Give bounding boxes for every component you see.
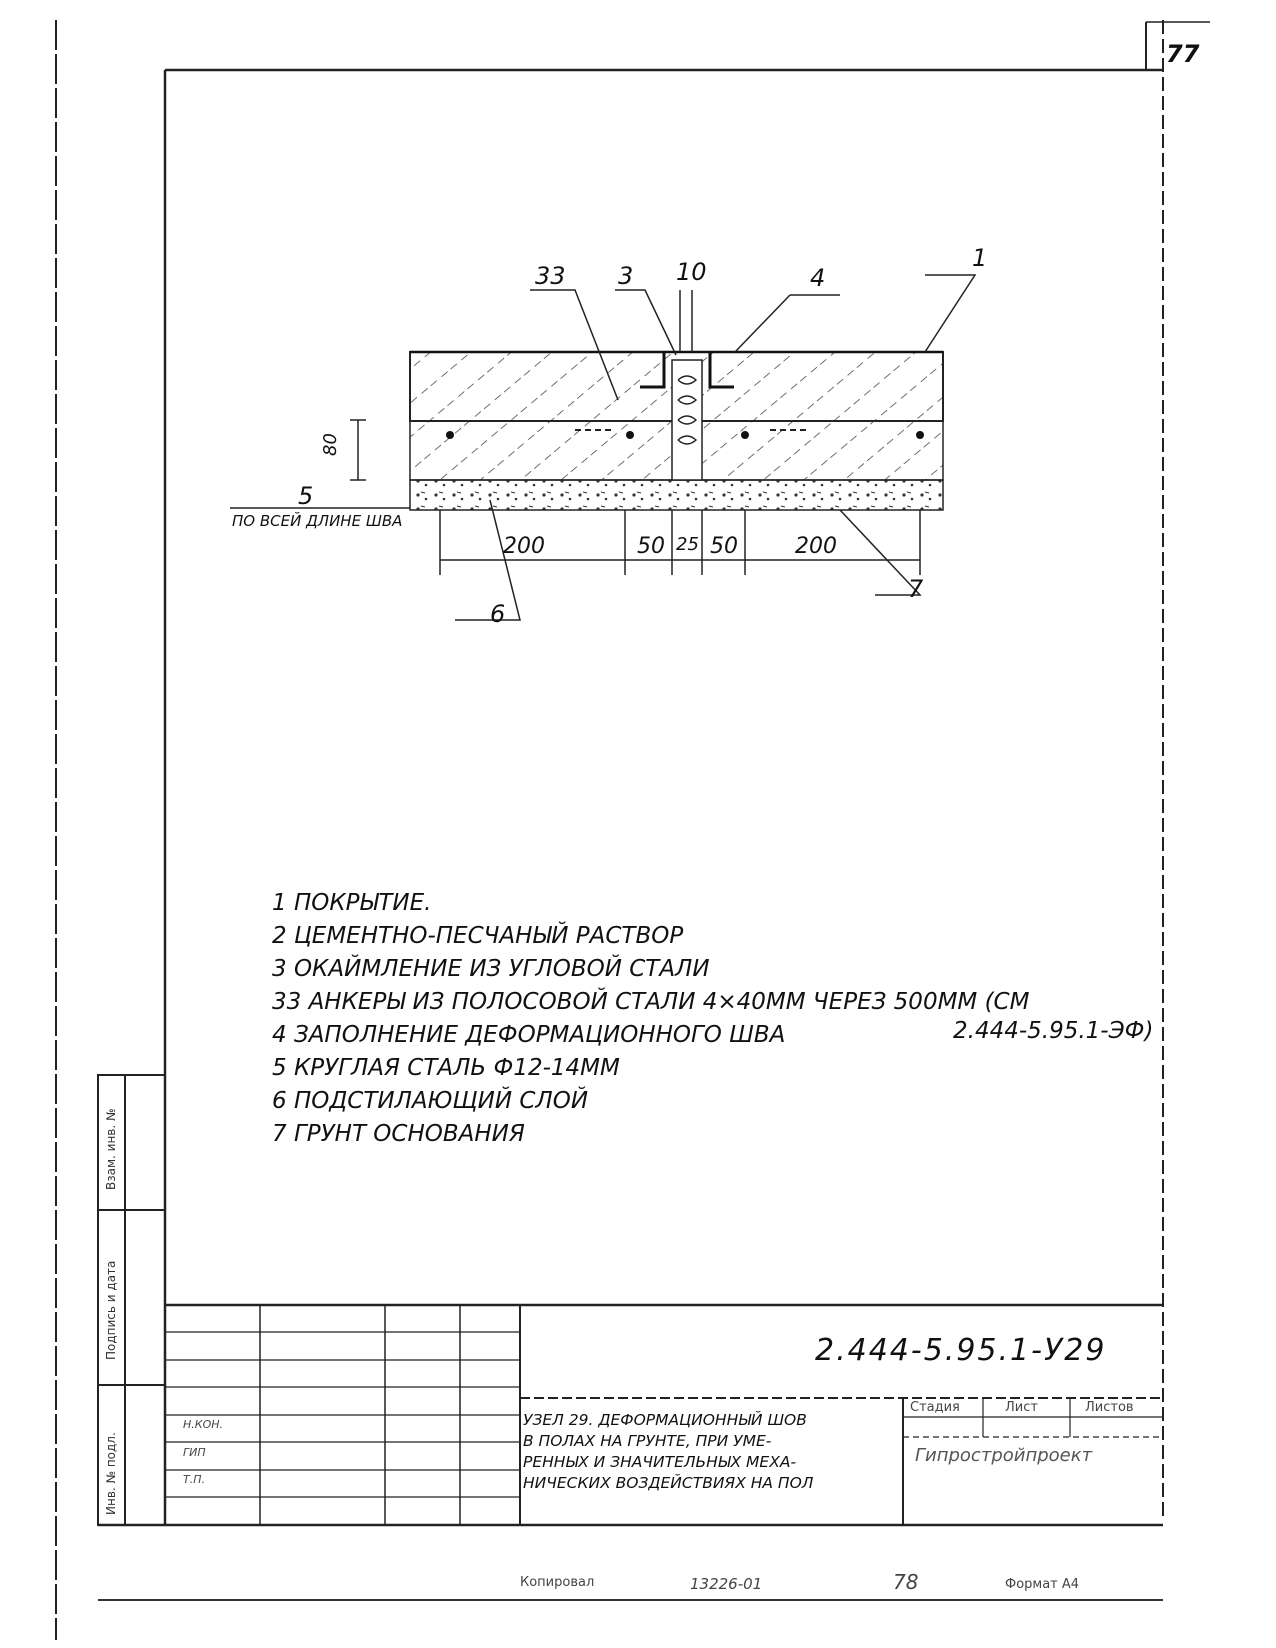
callout-6: 6 <box>490 600 506 628</box>
height-dimension: 80 <box>320 433 341 456</box>
round-steel <box>446 431 454 439</box>
dim-25: 25 <box>676 534 699 555</box>
side-label-inventory-replace: Взам. инв. № <box>104 1108 118 1190</box>
legend-item: 6 ПОДСТИЛАЮЩИЙ СЛОЙ <box>272 1088 589 1114</box>
dim-50-right: 50 <box>710 534 738 559</box>
footer-format: Формат А4 <box>1005 1577 1080 1592</box>
organization-name: Гипростройпроект <box>915 1445 1093 1466</box>
angle-steel <box>640 352 666 389</box>
header-sheet: Лист <box>1005 1400 1038 1415</box>
dim-200-left: 200 <box>503 534 545 559</box>
header-sheets: Листов <box>1085 1400 1134 1415</box>
title-line: УЗЕЛ 29. ДЕФОРМАЦИОННЫЙ ШОВ <box>523 1411 807 1429</box>
callout-3: 3 <box>618 262 634 290</box>
dim-200-right: 200 <box>795 534 837 559</box>
signature-role: Т.П. <box>183 1473 205 1486</box>
side-note: ПО ВСЕЙ ДЛИНЕ ШВА <box>232 512 403 530</box>
legend-item: 33 АНКЕРЫ ИЗ ПОЛОСОВОЙ СТАЛИ 4×40ММ ЧЕРЕ… <box>272 989 1030 1015</box>
title-line: РЕННЫХ И ЗНАЧИТЕЛЬНЫХ МЕХА- <box>523 1453 797 1471</box>
side-stamp <box>97 1074 166 1526</box>
side-label-signature-date: Подпись и дата <box>104 1260 118 1360</box>
joint-filler <box>671 359 703 481</box>
floor-section <box>230 274 977 621</box>
document-code: 2.444-5.95.1-У29 <box>815 1333 1107 1368</box>
title-line: НИЧЕСКИХ ВОЗДЕЙСТВИЯХ НА ПОЛ <box>523 1474 814 1492</box>
title-block-grid <box>165 1303 1163 1525</box>
legend-item: 2 ЦЕМЕНТНО-ПЕСЧАНЫЙ РАСТВОР <box>272 923 684 949</box>
callout-1: 1 <box>972 244 988 272</box>
title-line: В ПОЛАХ НА ГРУНТЕ, ПРИ УМЕ- <box>523 1432 772 1450</box>
callout-33: 33 <box>535 262 566 290</box>
signature-role: Н.КОН. <box>183 1418 224 1431</box>
callout-10: 10 <box>676 258 707 286</box>
legend-list: 1 ПОКРЫТИЕ. 2 ЦЕМЕНТНО-ПЕСЧАНЫЙ РАСТВОР … <box>272 887 1029 1151</box>
header-stage: Стадия <box>910 1400 960 1415</box>
legend-item: 7 ГРУНТ ОСНОВАНИЯ <box>272 1121 525 1147</box>
legend-item: 4 ЗАПОЛНЕНИЕ ДЕФОРМАЦИОННОГО ШВА <box>272 1022 786 1048</box>
callout-5: 5 <box>298 482 314 510</box>
legend-item: 1 ПОКРЫТИЕ. <box>272 890 432 916</box>
footer-copied-label: Копировал <box>520 1575 595 1590</box>
footer-sheet-number: 78 <box>893 1570 919 1594</box>
callout-4: 4 <box>810 264 826 292</box>
callout-7: 7 <box>908 575 924 603</box>
side-label-inventory-original: Инв. № подл. <box>104 1432 118 1515</box>
footer-order-number: 13226-01 <box>690 1575 763 1593</box>
legend-item: 5 КРУГЛАЯ СТАЛЬ Ф12-14ММ <box>272 1055 620 1081</box>
signature-role: ГИП <box>183 1446 206 1459</box>
underlayer <box>409 479 944 511</box>
legend-reference: 2.444-5.95.1-ЭФ) <box>953 1018 1154 1044</box>
dim-50-left: 50 <box>637 534 665 559</box>
drawing-title: УЗЕЛ 29. ДЕФОРМАЦИОННЫЙ ШОВ В ПОЛАХ НА Г… <box>523 1410 813 1494</box>
page-number: 77 <box>1166 40 1200 68</box>
legend-item: 3 ОКАЙМЛЕНИЕ ИЗ УГЛОВОЙ СТАЛИ <box>272 956 710 982</box>
